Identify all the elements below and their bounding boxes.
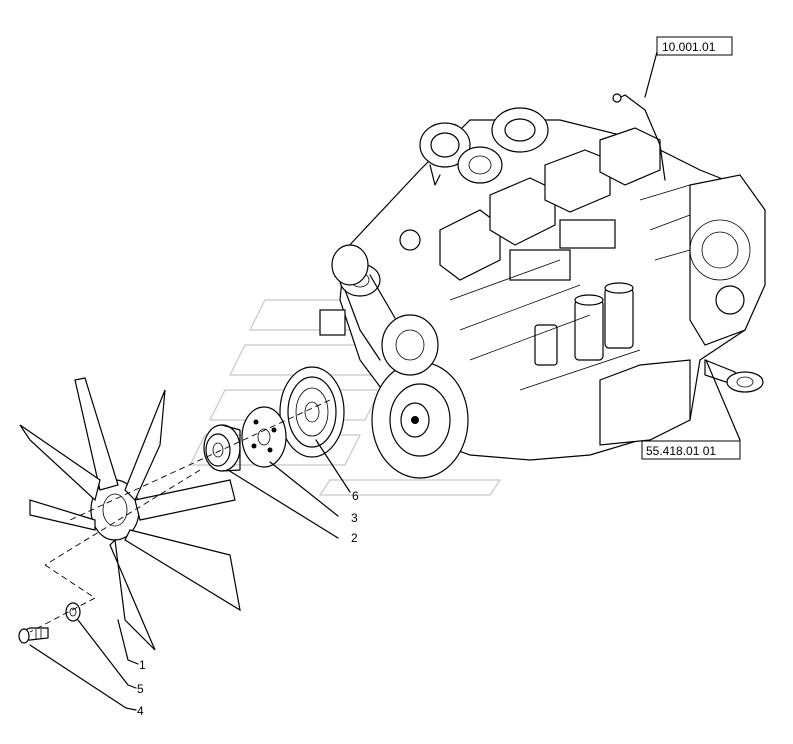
reference-10-001-01[interactable]: 10.001.01 xyxy=(656,36,733,56)
oil-pan xyxy=(599,359,691,446)
callout-3: 3 xyxy=(351,511,358,525)
engine-assembly xyxy=(319,93,766,479)
flywheel-housing xyxy=(689,174,766,346)
sensor-cable xyxy=(614,94,666,181)
part-3-spacer xyxy=(241,406,287,468)
part-4-bolt xyxy=(18,627,49,644)
callout-1: 1 xyxy=(139,658,146,672)
leader-lines xyxy=(29,51,741,711)
filters xyxy=(534,282,634,366)
callout-4: 4 xyxy=(137,704,144,718)
speed-sensor xyxy=(704,359,764,393)
reference-label: 10.001.01 xyxy=(662,40,716,54)
turbocharger xyxy=(419,107,549,186)
callouts: 6 3 2 1 5 4 xyxy=(137,489,359,718)
reference-label: 55.418.01 01 xyxy=(646,444,716,458)
crankshaft-damper xyxy=(339,263,469,479)
reference-55-418-01-01[interactable]: 55.418.01 01 xyxy=(641,440,741,460)
callout-2: 2 xyxy=(351,531,358,545)
assembly-axis xyxy=(29,399,331,633)
part-6-damper-plate xyxy=(279,366,345,458)
cylinder-head xyxy=(439,127,661,281)
part-2-hub xyxy=(203,424,241,472)
callout-5: 5 xyxy=(137,682,144,696)
callout-6: 6 xyxy=(352,489,359,503)
part-1-fan xyxy=(19,377,241,651)
alternator xyxy=(319,229,421,336)
